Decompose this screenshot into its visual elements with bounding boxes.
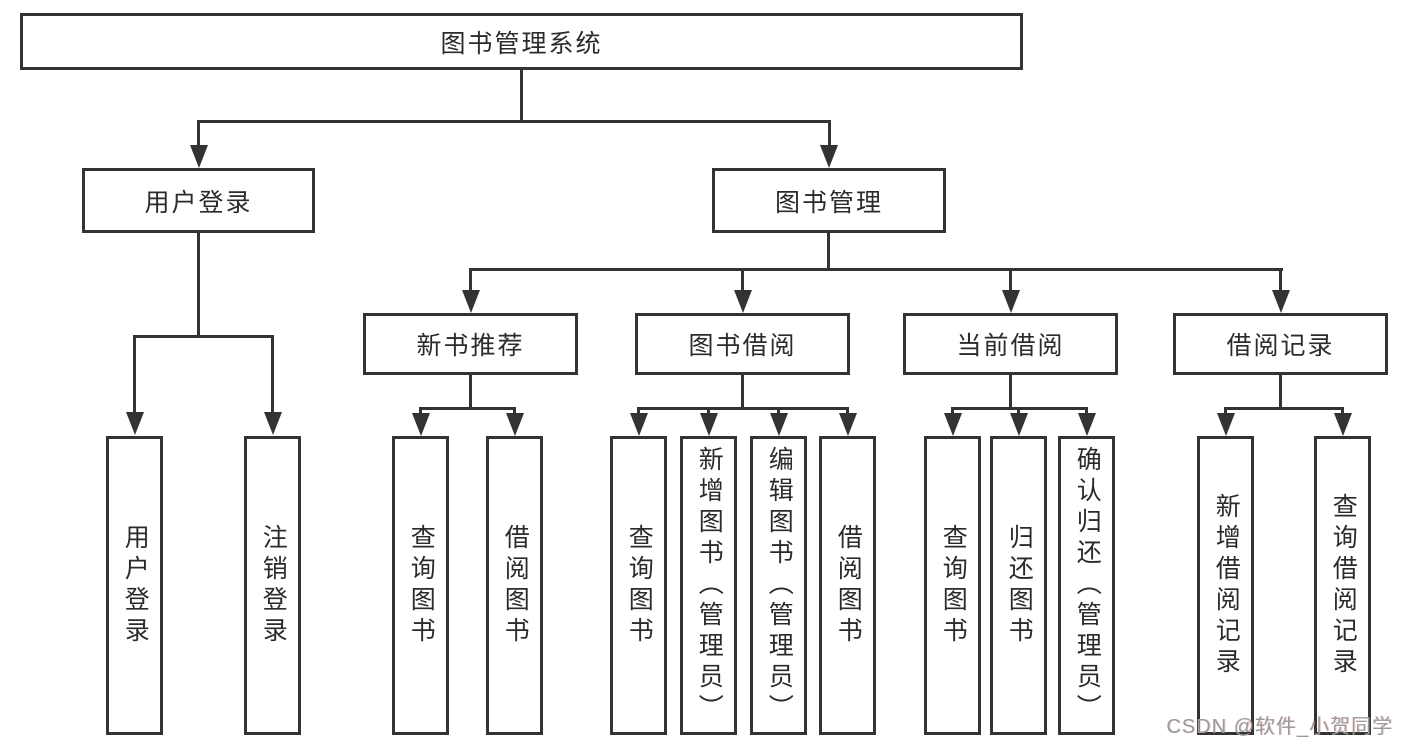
- arrow-down-icon: [412, 413, 430, 436]
- connector-line: [1279, 375, 1282, 407]
- leaf-record-query: 查询借阅记录: [1314, 436, 1371, 735]
- leaf-newbook-query: 查询图书: [392, 436, 449, 735]
- node-book-management: 图书管理: [712, 168, 946, 233]
- connector-line: [469, 268, 472, 290]
- leaf-record-add: 新增借阅记录: [1197, 436, 1254, 735]
- connector-line: [741, 268, 744, 290]
- arrow-down-icon: [462, 290, 480, 313]
- arrow-down-icon: [506, 413, 524, 436]
- connector-line: [419, 407, 516, 410]
- node-book-management-label: 图书管理: [774, 188, 883, 217]
- leaf-borrow-add-admin: 新增图书（管理员）: [680, 436, 737, 735]
- leaf-borrow-book: 借阅图书: [819, 436, 876, 735]
- connector-line: [1341, 407, 1344, 414]
- arrow-down-icon: [126, 412, 144, 435]
- arrow-down-icon: [944, 413, 962, 436]
- leaf-borrow-book-label: 借阅图书: [834, 523, 863, 648]
- leaf-newbook-query-label: 查询图书: [407, 523, 436, 648]
- node-book-borrow-label: 图书借阅: [688, 332, 797, 360]
- leaf-record-query-label: 查询借阅记录: [1329, 492, 1358, 679]
- leaf-borrow-query-label: 查询图书: [625, 523, 654, 648]
- connector-line: [419, 407, 422, 414]
- node-library-management-system: 图书管理系统: [20, 13, 1023, 70]
- connector-line: [637, 407, 849, 410]
- connector-line: [133, 335, 274, 338]
- arrow-down-icon: [264, 412, 282, 435]
- leaf-current-return-label: 归还图书: [1005, 523, 1034, 648]
- arrow-down-icon: [734, 290, 752, 313]
- arrow-down-icon: [630, 413, 648, 436]
- arrow-down-icon: [1272, 290, 1290, 313]
- connector-line: [828, 120, 831, 146]
- leaf-newbook-borrow: 借阅图书: [486, 436, 543, 735]
- node-borrow-records: 借阅记录: [1173, 313, 1388, 375]
- node-borrow-records-label: 借阅记录: [1226, 332, 1335, 360]
- connector-line: [777, 407, 780, 414]
- connector-line: [1224, 407, 1227, 414]
- node-current-borrow-label: 当前借阅: [956, 332, 1065, 360]
- arrow-down-icon: [1002, 290, 1020, 313]
- arrow-down-icon: [190, 145, 208, 168]
- leaf-borrow-add-admin-label: 新增图书（管理员）: [695, 446, 724, 725]
- connector-line: [1279, 268, 1282, 290]
- connector-line: [1085, 407, 1088, 414]
- arrow-down-icon: [820, 145, 838, 168]
- csdn-watermark: CSDN @软件_小贺同学: [1166, 716, 1393, 738]
- leaf-borrow-edit-admin: 编辑图书（管理员）: [750, 436, 807, 735]
- connector-line: [707, 407, 710, 414]
- connector-line: [1009, 375, 1012, 407]
- connector-line: [951, 407, 954, 414]
- node-book-borrow: 图书借阅: [635, 313, 850, 375]
- connector-line: [197, 233, 200, 335]
- node-user-login-label: 用户登录: [144, 188, 253, 217]
- node-user-login: 用户登录: [82, 168, 315, 233]
- arrow-down-icon: [839, 413, 857, 436]
- leaf-current-confirm-admin: 确认归还（管理员）: [1058, 436, 1115, 735]
- connector-line: [637, 407, 640, 414]
- connector-line: [827, 233, 830, 268]
- connector-line: [197, 120, 831, 123]
- connector-line: [520, 70, 523, 120]
- leaf-current-query-label: 查询图书: [939, 523, 968, 648]
- leaf-user-login-label: 用户登录: [121, 523, 150, 648]
- arrow-down-icon: [700, 413, 718, 436]
- leaf-current-return: 归还图书: [990, 436, 1047, 735]
- arrow-down-icon: [1010, 413, 1028, 436]
- connector-line: [846, 407, 849, 414]
- leaf-borrow-edit-admin-label: 编辑图书（管理员）: [765, 446, 794, 725]
- leaf-record-add-label: 新增借阅记录: [1212, 492, 1241, 679]
- connector-line: [133, 335, 136, 413]
- node-current-borrow: 当前借阅: [903, 313, 1118, 375]
- connector-line: [197, 120, 200, 146]
- connector-line: [469, 375, 472, 407]
- connector-line: [1017, 407, 1020, 414]
- leaf-logout: 注销登录: [244, 436, 301, 735]
- leaf-current-confirm-admin-label: 确认归还（管理员）: [1073, 446, 1102, 725]
- node-library-management-system-label: 图书管理系统: [440, 29, 603, 58]
- leaf-current-query: 查询图书: [924, 436, 981, 735]
- leaf-logout-label: 注销登录: [259, 523, 288, 648]
- node-new-book-recommend-label: 新书推荐: [416, 332, 525, 360]
- arrow-down-icon: [1217, 413, 1235, 436]
- node-new-book-recommend: 新书推荐: [363, 313, 578, 375]
- connector-line: [469, 268, 1283, 271]
- leaf-borrow-query: 查询图书: [610, 436, 667, 735]
- connector-line: [271, 335, 274, 413]
- connector-line: [741, 375, 744, 407]
- connector-line: [513, 407, 516, 414]
- arrow-down-icon: [1078, 413, 1096, 436]
- connector-line: [1009, 268, 1012, 290]
- connector-line: [1224, 407, 1344, 410]
- leaf-newbook-borrow-label: 借阅图书: [501, 523, 530, 648]
- arrow-down-icon: [770, 413, 788, 436]
- leaf-user-login: 用户登录: [106, 436, 163, 735]
- arrow-down-icon: [1334, 413, 1352, 436]
